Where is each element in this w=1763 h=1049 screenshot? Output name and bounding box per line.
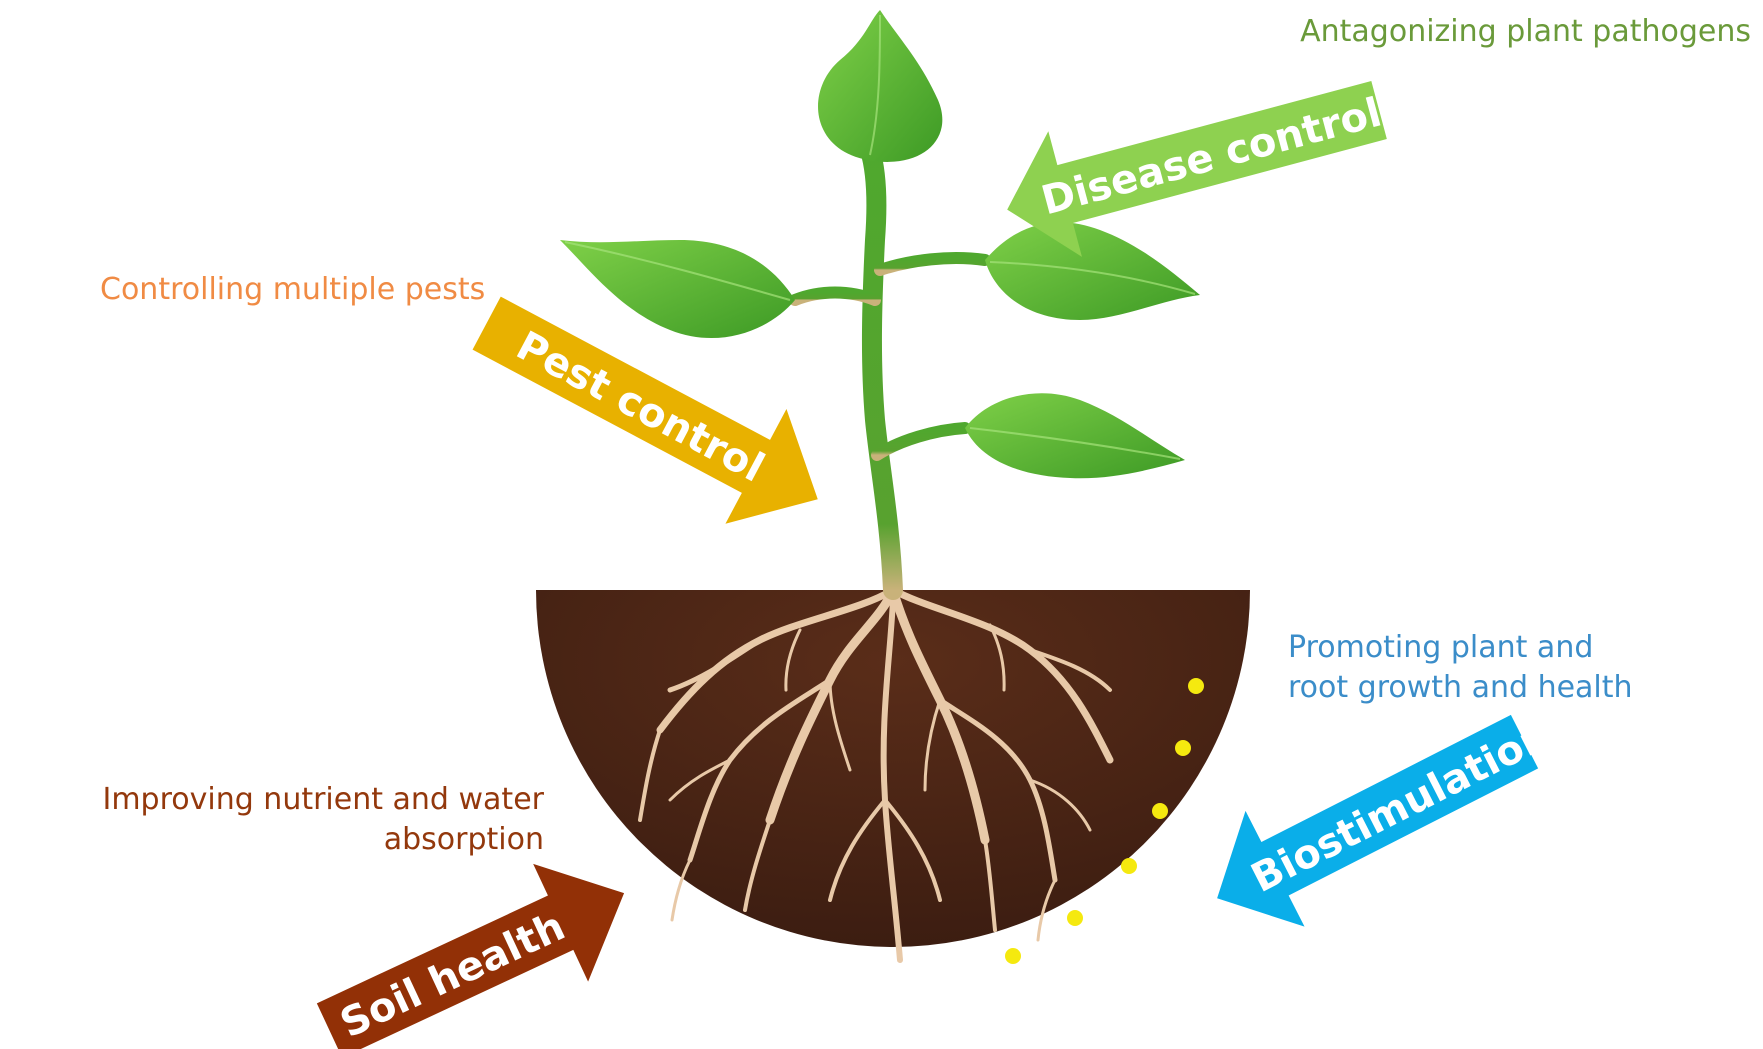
plant-stem <box>795 150 985 590</box>
pest-control-label: Pest control <box>509 323 772 492</box>
pest-caption: Controlling multiple pests <box>100 270 485 310</box>
biostimulation-arrow: Biostimulation <box>1188 673 1576 956</box>
disease-caption: Antagonizing plant pathogens <box>1300 12 1751 52</box>
soil-caption-line-2: absorption <box>102 820 544 860</box>
soil-caption: Improving nutrient and water absorption <box>102 780 544 860</box>
biostimulation-caption: Promoting plant and root growth and heal… <box>1288 628 1633 708</box>
lower-right-leaf <box>965 393 1185 478</box>
left-leaf <box>560 240 795 338</box>
biostimulation-caption-line-1: Promoting plant and <box>1288 628 1633 668</box>
biostimulation-caption-line-2: root growth and health <box>1288 668 1633 708</box>
soil-health-arrow: Soil health <box>302 834 651 1049</box>
soil-caption-line-1: Improving nutrient and water <box>102 780 544 820</box>
biostimulation-label: Biostimulation <box>1244 712 1557 902</box>
soil-health-label: Soil health <box>334 903 572 1047</box>
